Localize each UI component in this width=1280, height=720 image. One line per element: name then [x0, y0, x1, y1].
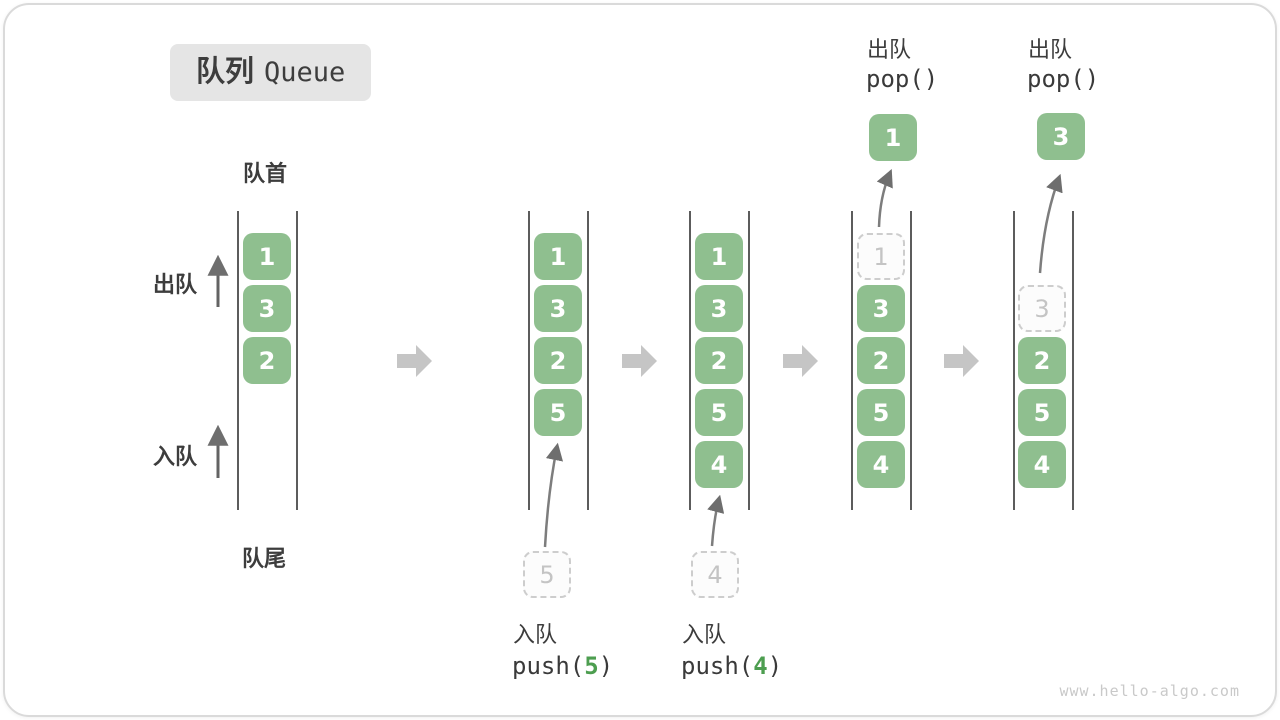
queue-item: 5 [857, 389, 905, 436]
queue-wall [528, 211, 530, 510]
ghost-item: 1 [857, 233, 905, 280]
code-arg: 5 [584, 652, 599, 680]
label-enqueue: 入队 [153, 444, 198, 469]
queue-wall [748, 211, 750, 510]
queue-item: 2 [1018, 337, 1066, 384]
code-fn: push( [512, 652, 585, 680]
pending-item: 5 [523, 551, 571, 598]
op-code-pop: pop() [1027, 65, 1100, 93]
op-action-label: 入队 [513, 622, 558, 647]
queue-item: 3 [857, 285, 905, 332]
label-queue-front: 队首 [243, 161, 288, 186]
popped-item: 3 [1037, 113, 1085, 160]
dequeue-arrow-icon [876, 168, 893, 228]
queue-item: 4 [1018, 441, 1066, 488]
label-queue-rear: 队尾 [242, 546, 287, 571]
queue-item: 3 [534, 285, 582, 332]
op-action-label: 出队 [867, 37, 912, 62]
queue-item: 1 [243, 233, 291, 280]
pending-item: 4 [691, 551, 739, 598]
queue-wall [910, 211, 912, 510]
code-fn: push( [681, 652, 754, 680]
queue-wall [851, 211, 853, 510]
op-action-label: 入队 [682, 622, 727, 647]
queue-item: 2 [534, 337, 582, 384]
title-badge: 队列 Queue [170, 44, 372, 101]
queue-wall [296, 211, 298, 510]
code-close: ) [767, 652, 783, 680]
label-dequeue: 出队 [153, 272, 198, 297]
queue-item: 4 [695, 441, 743, 488]
title-zh: 队列 [196, 56, 255, 88]
dequeue-arrow-icon [1038, 173, 1063, 274]
queue-wall [587, 211, 589, 510]
queue-item: 3 [695, 285, 743, 332]
op-code-pop: pop() [866, 65, 939, 93]
queue-item: 5 [695, 389, 743, 436]
queue-item: 2 [695, 337, 743, 384]
queue-wall [1072, 211, 1074, 510]
code-arg: 4 [753, 652, 768, 680]
enqueue-arrow-icon [707, 494, 725, 547]
queue-item: 4 [857, 441, 905, 488]
queue-wall [237, 211, 239, 510]
right-block-arrow-icon [622, 345, 657, 377]
queue-wall [1013, 211, 1015, 510]
queue-item: 2 [243, 337, 291, 384]
queue-item: 3 [243, 285, 291, 332]
queue-wall [689, 211, 691, 510]
queue-item: 1 [534, 233, 582, 280]
ghost-item: 3 [1018, 285, 1066, 332]
op-action-label: 出队 [1028, 37, 1073, 62]
right-block-arrow-icon [944, 345, 979, 377]
right-block-arrow-icon [783, 345, 818, 377]
queue-item: 5 [534, 389, 582, 436]
popped-item: 1 [869, 114, 917, 161]
title-en: Queue [264, 57, 346, 88]
code-close: ) [598, 652, 614, 680]
queue-item: 5 [1018, 389, 1066, 436]
op-code-push5: push(5) [512, 652, 613, 680]
queue-item: 1 [695, 233, 743, 280]
op-code-push4: push(4) [681, 652, 782, 680]
watermark: www.hello-algo.com [1059, 682, 1240, 700]
right-block-arrow-icon [397, 345, 432, 377]
queue-item: 2 [857, 337, 905, 384]
enqueue-arrow-icon [543, 442, 564, 548]
